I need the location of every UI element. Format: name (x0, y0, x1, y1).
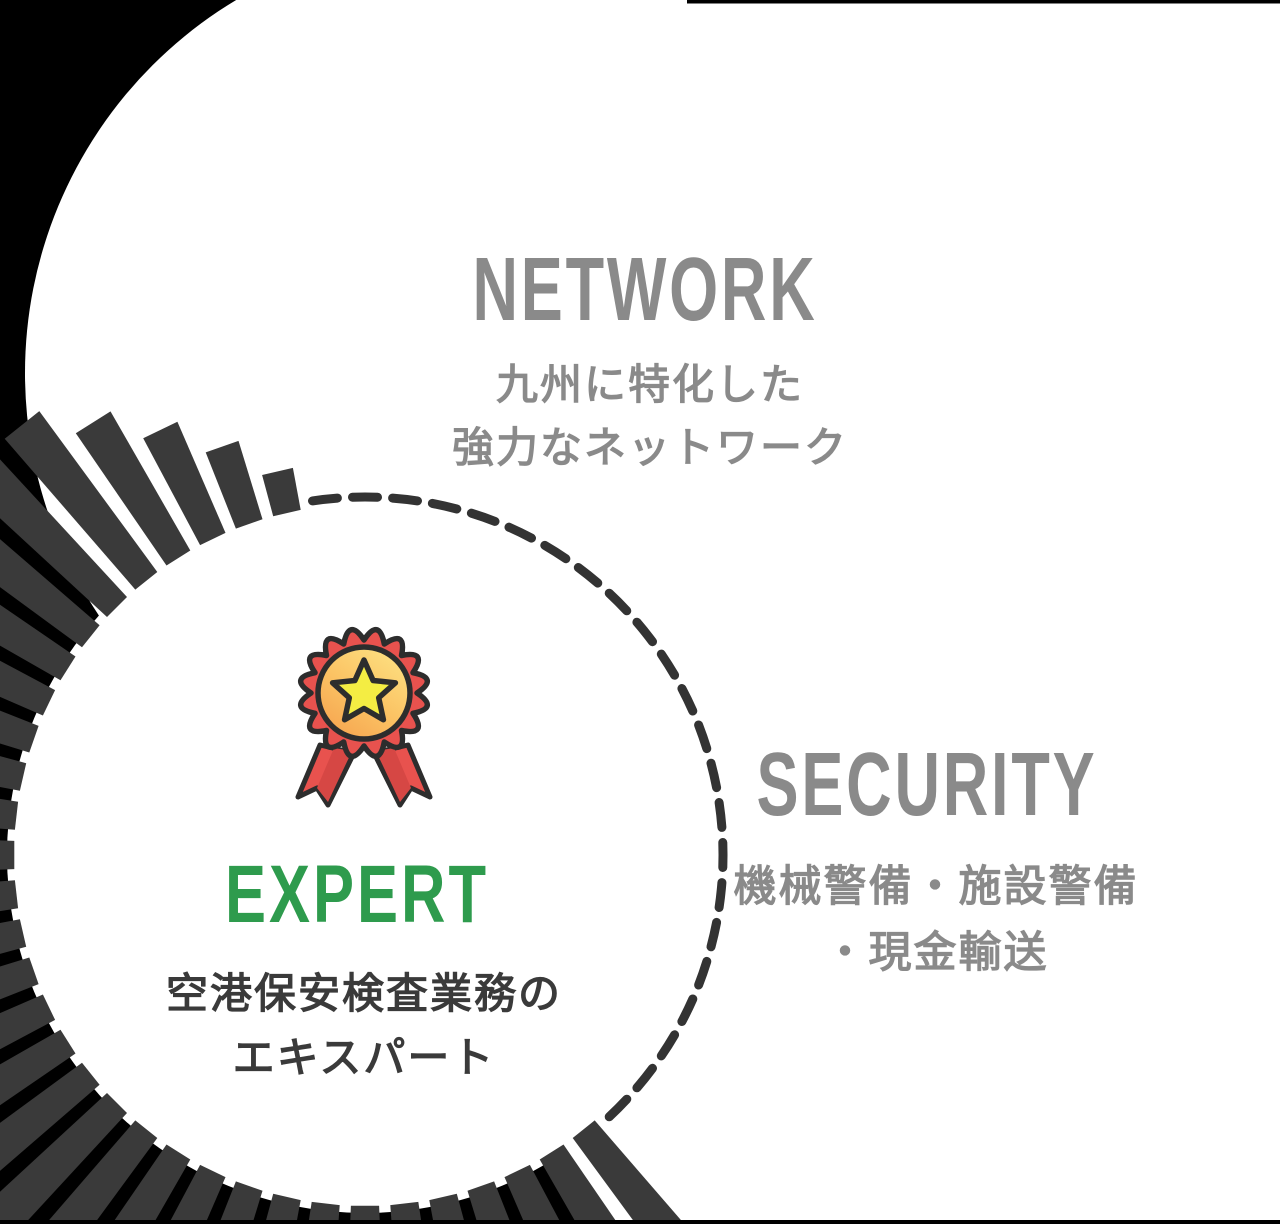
medal-ribbon-left-shade (317, 748, 352, 802)
dash-ray (45, 1120, 158, 1224)
dash-ray (4, 411, 158, 590)
network-heading: NETWORK (472, 240, 818, 340)
dash-ray (205, 440, 263, 529)
dash-segment (656, 649, 680, 680)
dash-ray (111, 1144, 191, 1224)
security-heading: SECURITY (756, 735, 1098, 835)
dash-segment (714, 798, 727, 832)
security-description: 機械警備・施設警備 ・現金輸送 (734, 854, 1139, 986)
medal-ribbon-right-shade (376, 748, 411, 802)
dash-segment (604, 1094, 632, 1122)
dash-segment (656, 1030, 680, 1061)
dash-ray (308, 1201, 340, 1224)
dash-segment (308, 493, 342, 506)
dash-segment (388, 493, 422, 506)
dash-segment (573, 563, 603, 588)
dashed-circle-border (0, 411, 728, 1224)
dash-segment (714, 878, 727, 912)
dash-segment (540, 540, 571, 564)
dash-ray (0, 710, 39, 753)
medal-star-icon (329, 657, 399, 723)
dash-segment (427, 498, 462, 514)
network-description-line1: 九州に特化した (495, 361, 805, 408)
dash-segment (504, 522, 536, 543)
dash-ray (350, 1205, 380, 1224)
dash-ray (0, 1093, 127, 1224)
dash-ray (539, 1144, 619, 1224)
dash-ray (75, 411, 191, 566)
dash-ray (0, 1062, 100, 1171)
dash-ray (265, 1193, 301, 1224)
dash-ray (0, 840, 15, 870)
dash-ray (0, 880, 19, 912)
dash-ray (0, 660, 56, 716)
dash-ray (0, 459, 127, 617)
dash-segment (632, 1063, 657, 1093)
dash-ray (0, 957, 39, 1000)
dash-ray (143, 421, 226, 546)
top-edge-strip (687, 0, 1280, 4)
dash-segment (604, 588, 632, 616)
dash-ray (0, 756, 27, 791)
dash-ray (504, 1164, 562, 1224)
dash-ray (262, 467, 301, 517)
dash-ray (0, 798, 19, 830)
dash-ray (429, 1193, 465, 1224)
dash-segment (677, 684, 698, 716)
expert-description-line2: エキスパート (232, 1034, 496, 1081)
dash-segment (694, 956, 712, 990)
dash-ray (0, 604, 76, 681)
bottom-edge-strip (0, 1220, 1280, 1224)
dash-ray (219, 1181, 263, 1224)
dash-ray (467, 1181, 511, 1224)
dash-segment (466, 508, 500, 526)
dash-ray (168, 1164, 226, 1224)
dash-ray (0, 539, 100, 648)
dash-ray (0, 994, 56, 1050)
dash-ray (0, 919, 27, 954)
network-description-line2: 強力なネットワーク (451, 424, 849, 471)
dash-ray (572, 1120, 685, 1224)
dash-segment (694, 720, 712, 754)
security-description-line2: ・現金輸送 (823, 929, 1049, 977)
dash-ray (390, 1201, 422, 1224)
expert-circle-fill (7, 497, 723, 1213)
dash-segment (706, 758, 722, 793)
expert-description: 空港保安検査業務の エキスパート (166, 962, 562, 1090)
security-description-line1: 機械警備・施設警備 (733, 863, 1139, 911)
dash-segment (632, 617, 657, 647)
dash-segment (677, 994, 698, 1026)
dash-segment (706, 917, 722, 952)
award-medal-icon (295, 627, 433, 808)
network-description: 九州に特化した 強力なネットワーク (452, 353, 848, 479)
dash-ray (0, 1029, 76, 1106)
expert-description-line1: 空港保安検査業務の (165, 970, 563, 1017)
expert-heading: EXPERT (224, 849, 490, 940)
